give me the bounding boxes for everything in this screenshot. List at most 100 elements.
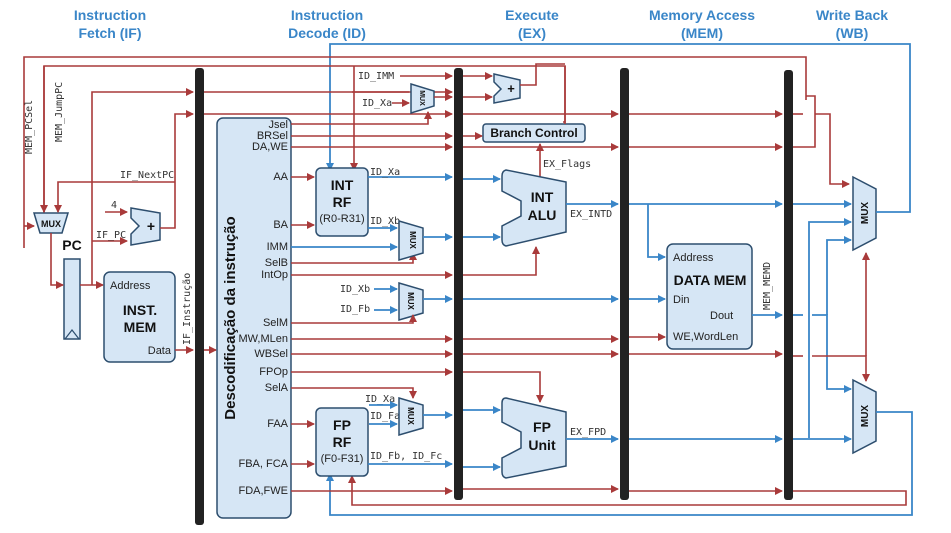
mem-jumppc-label: MEM_JumpPC (54, 82, 65, 142)
decoder-output-label: FBA, FCA (238, 458, 288, 470)
id-xa-label: ID_Xa (370, 167, 400, 178)
int-b-mux (398, 220, 424, 261)
pc-register (63, 258, 81, 340)
inst-mem-title1: INST. (123, 302, 157, 318)
int-rf-block (315, 167, 369, 237)
pc-adder (130, 207, 161, 246)
branch-mux-label: MUX (418, 90, 425, 106)
if-nextpc-label: IF_NextPC (120, 170, 174, 181)
fp-a-mux-label: MUX (406, 407, 415, 425)
id-xb-label-2: ID_Xb (340, 284, 370, 295)
stage-titles: Instruction Fetch (IF) Instruction Decod… (74, 7, 888, 41)
data-mem-dout-label: Dout (710, 310, 733, 322)
int-wb-mux-label: MUX (860, 202, 871, 225)
memory-stage: Address DATA MEM Din Dout WE,WordLen MEM… (629, 200, 783, 495)
ex-flags-label: EX_Flags (543, 159, 591, 170)
fp-a-mux (398, 397, 424, 436)
fp-wb-mux-label: MUX (860, 405, 871, 428)
decoder-output-label: FAA (267, 418, 288, 430)
branch-adder-label: + (507, 81, 515, 96)
inst-mem-block (103, 271, 176, 363)
if-pc-label: IF_PC (96, 230, 126, 241)
mem-data-mux-label: MUX (406, 292, 415, 310)
decoder-output-label: SelM (263, 317, 288, 329)
id-ex-register (454, 68, 463, 500)
branch-control-block (482, 123, 586, 143)
mem-pcsel-label: MEM_PCSel (24, 100, 35, 154)
decoder-output-label: DA,WE (252, 141, 288, 153)
decoder-output-label: AA (273, 171, 288, 183)
int-alu-block (501, 169, 567, 247)
writeback-stage: MUX MUX (793, 95, 900, 455)
if-id-register (195, 68, 204, 525)
pc-mux (32, 212, 70, 234)
decoder-output-label: IMM (267, 241, 288, 253)
stage-title-wb-2: (WB) (836, 25, 869, 41)
data-mem-address-label: Address (673, 252, 714, 264)
fp-rf-title1: FP (333, 417, 351, 433)
decoder-output-label: Jsel (268, 119, 288, 131)
decoder-output-label: SelB (265, 257, 288, 269)
id-fb-label: ID_Fb (340, 304, 370, 315)
fp-rf-range: (F0-F31) (321, 453, 364, 465)
decoder-output-label: BRSel (257, 130, 288, 142)
decoder-block (216, 117, 292, 519)
branch-control-label: Branch Control (490, 126, 577, 140)
fp-rf-title2: RF (333, 434, 352, 450)
decoder-output-label: MW,MLen (238, 333, 288, 345)
int-wb-mux (852, 175, 877, 252)
decoder-output-label: WBSel (254, 348, 288, 360)
fp-unit-block (501, 397, 567, 479)
fp-wb-mux (852, 378, 877, 455)
ex-intd-label: EX_INTD (570, 209, 612, 220)
mem-wb-register (784, 70, 793, 500)
id-xa-label-2: ID_Xa (365, 394, 395, 405)
decoder-output-label: FPOp (259, 366, 288, 378)
stage-title-mem-2: (MEM) (681, 25, 723, 41)
pc-mux-label: MUX (41, 219, 61, 229)
int-rf-range: (R0-R31) (319, 213, 364, 225)
const-four-label: 4 (111, 200, 117, 211)
int-rf-title1: INT (331, 177, 354, 193)
fetch-stage: MUX MEM_PCSel MEM_JumpPC IF_NextPC PC 4 … (24, 66, 217, 363)
id-fb-fc-label: ID_Fb, ID_Fc (370, 451, 442, 462)
fp-unit-title1: FP (533, 419, 551, 435)
int-rf-title2: RF (333, 194, 352, 210)
stage-title-ex-2: (EX) (518, 25, 546, 41)
fp-rf-block (315, 407, 369, 477)
decoder-title: Descodificação da instrução (222, 216, 239, 419)
ex-fpd-label: EX_FPD (570, 427, 606, 438)
stage-title-if-2: Fetch (IF) (79, 25, 142, 41)
data-mem-block (666, 243, 753, 350)
branch-mux (410, 82, 435, 115)
ex-mem-register (620, 68, 629, 500)
stage-title-ex-1: Execute (505, 7, 559, 23)
stage-title-mem-1: Memory Access (649, 7, 755, 23)
mem-data-mux (398, 282, 424, 321)
if-instrucao-label: IF_Instrução (182, 273, 193, 345)
id-fa-label: ID_Fa (370, 411, 400, 422)
decoder-output-label: IntOp (261, 269, 288, 281)
id-imm-label: ID_IMM (358, 71, 394, 82)
int-alu-title2: ALU (528, 207, 557, 223)
data-mem-din-label: Din (673, 294, 690, 306)
id-xb-label: ID_Xb (370, 216, 400, 227)
decoder-output-label: SelA (265, 382, 289, 394)
inst-mem-data-label: Data (148, 345, 172, 357)
stage-title-id-1: Instruction (291, 7, 363, 23)
id-xa-label-3: ID_Xa (362, 98, 392, 109)
decoder-output-label: FDA,FWE (239, 485, 289, 497)
data-mem-title: DATA MEM (674, 272, 747, 288)
inst-mem-title2: MEM (124, 319, 157, 335)
execute-stage: + Branch Control EX_Flags INT ALU EX_INT… (463, 63, 783, 493)
stage-title-wb-1: Write Back (816, 7, 888, 23)
int-alu-title1: INT (531, 189, 554, 205)
inst-mem-address-label: Address (110, 280, 151, 292)
int-b-mux-label: MUX (408, 231, 417, 249)
pc-label: PC (62, 237, 81, 253)
mem-memd-label: MEM_MEMD (762, 262, 773, 310)
decoder-output-label: BA (273, 219, 288, 231)
branch-adder (493, 73, 521, 104)
fp-unit-title2: Unit (528, 437, 556, 453)
data-mem-we-label: WE,WordLen (673, 331, 738, 343)
